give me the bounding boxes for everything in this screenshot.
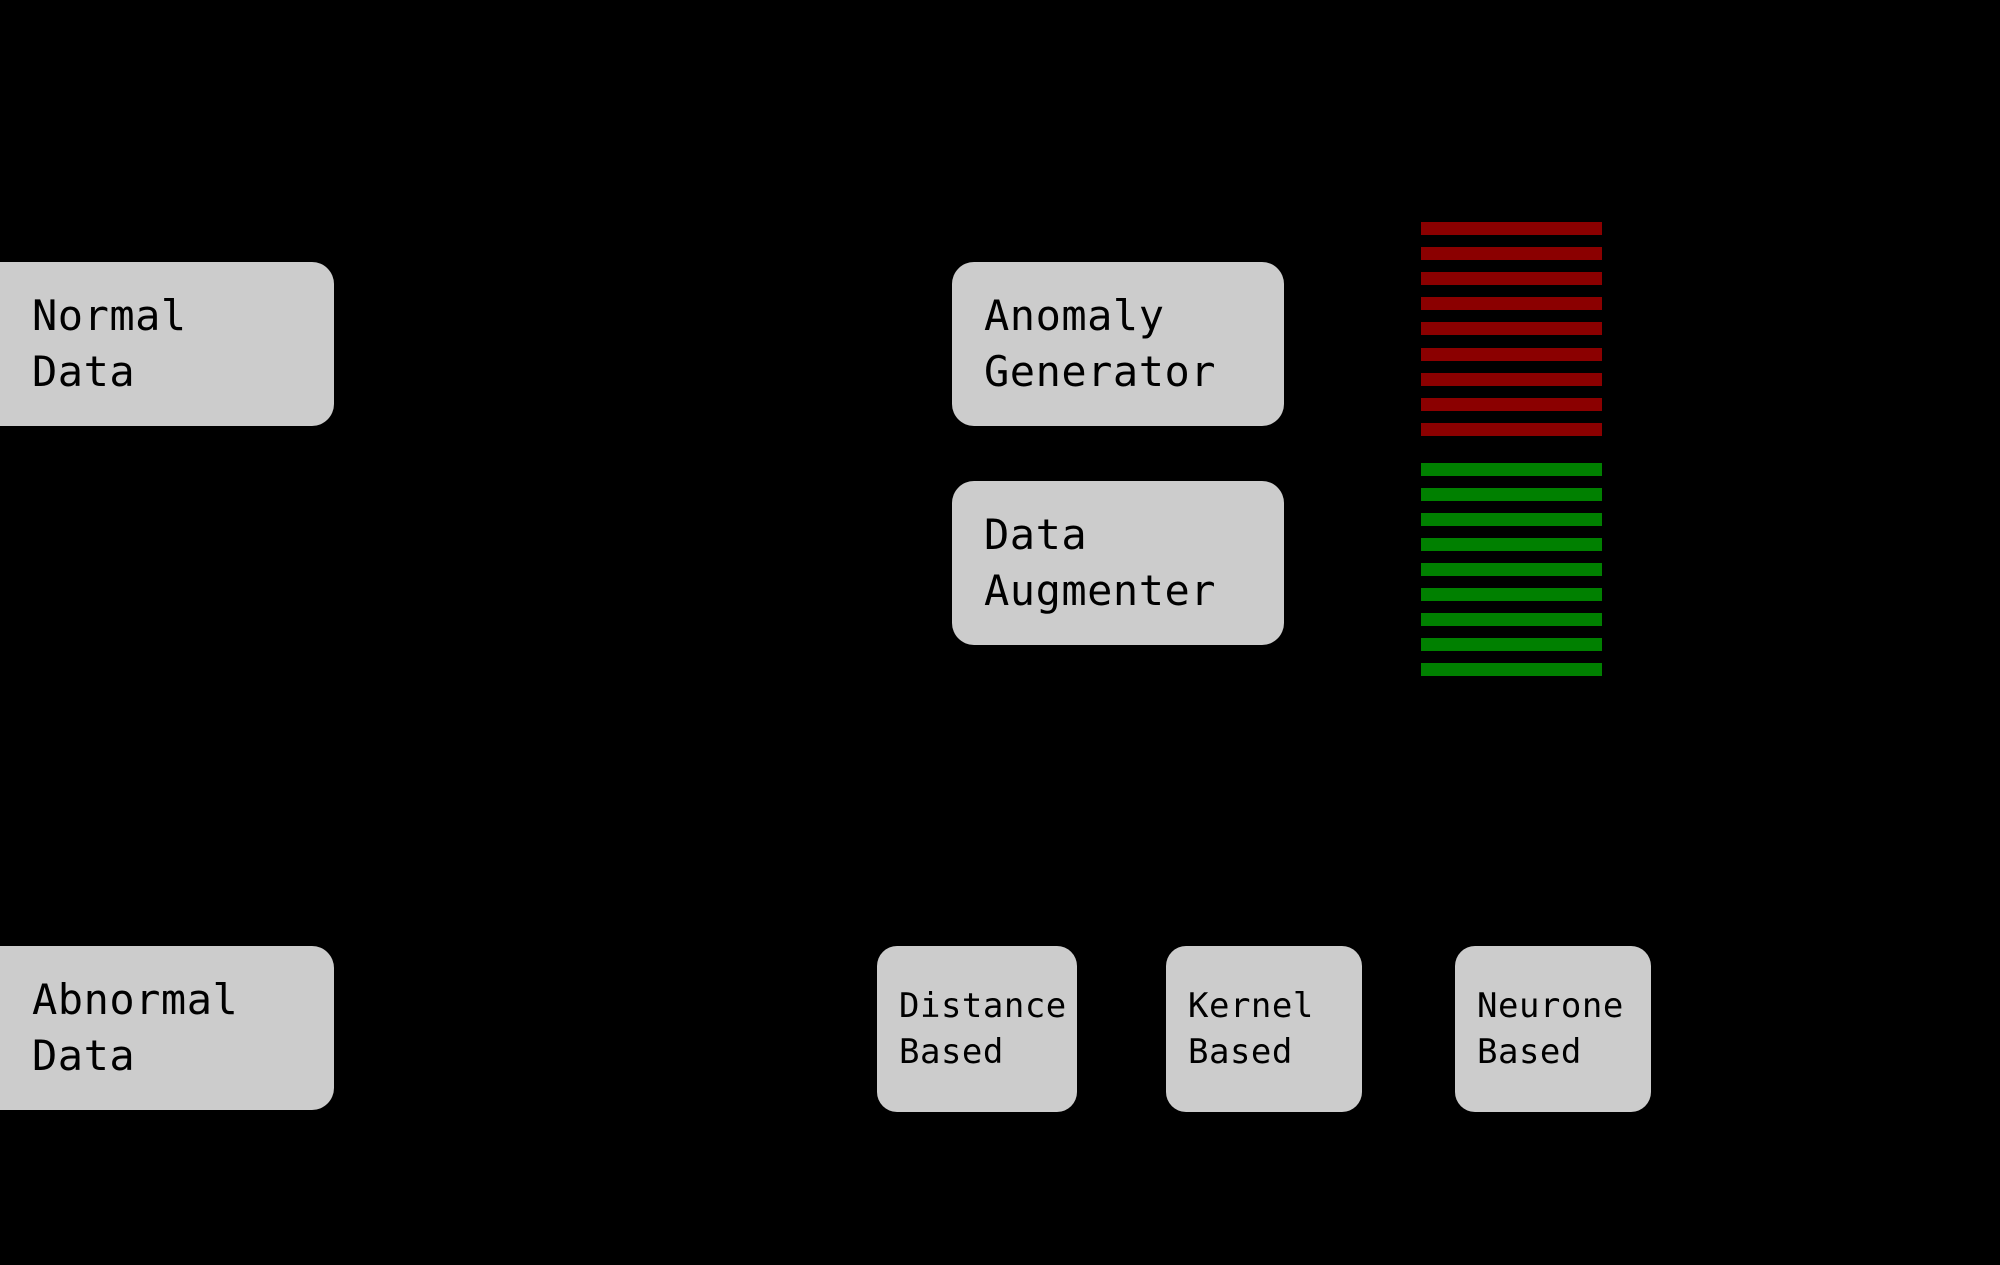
stripe-abnormal [1421,297,1602,310]
node-anomaly-generator[interactable]: Anomaly Generator [952,262,1284,426]
stripe-normal [1421,488,1602,501]
node-neurone-based-line1: Neurone [1477,986,1624,1026]
stripe-abnormal [1421,348,1602,361]
stripe-normal [1421,563,1602,576]
node-abnormal-data[interactable]: Abnormal Data [0,946,334,1110]
node-anomaly-generator-line1: Anomaly [984,291,1165,340]
stripe-abnormal [1421,272,1602,285]
node-normal-data[interactable]: Normal Data [0,262,334,426]
node-neurone-based-line2: Based [1477,1032,1582,1072]
stripe-normal [1421,538,1602,551]
stripe-abnormal [1421,423,1602,436]
sample-stripe-stack [1421,222,1602,676]
node-neurone-based[interactable]: Neurone Based [1455,946,1651,1112]
node-anomaly-generator-line2: Generator [984,347,1217,396]
stripe-normal [1421,463,1602,476]
stripe-normal [1421,513,1602,526]
stripe-normal [1421,613,1602,626]
node-data-augmenter[interactable]: Data Augmenter [952,481,1284,645]
stripe-abnormal [1421,398,1602,411]
node-kernel-based[interactable]: Kernel Based [1166,946,1362,1112]
node-kernel-based-line2: Based [1188,1032,1293,1072]
node-distance-based-line2: Based [899,1032,1004,1072]
stripe-abnormal [1421,373,1602,386]
stripe-normal [1421,638,1602,651]
stripe-normal [1421,588,1602,601]
node-data-augmenter-line2: Augmenter [984,566,1217,615]
stripe-abnormal [1421,322,1602,335]
node-abnormal-data-line2: Data [32,1031,136,1080]
node-normal-data-line2: Data [32,347,136,396]
node-distance-based-line1: Distance [899,986,1067,1026]
node-abnormal-data-line1: Abnormal [32,975,239,1024]
stripe-abnormal [1421,222,1602,235]
node-data-augmenter-line1: Data [984,510,1088,559]
stripe-normal [1421,663,1602,676]
node-distance-based[interactable]: Distance Based [877,946,1077,1112]
node-normal-data-line1: Normal [32,291,187,340]
stripe-abnormal [1421,247,1602,260]
node-kernel-based-line1: Kernel [1188,986,1314,1026]
